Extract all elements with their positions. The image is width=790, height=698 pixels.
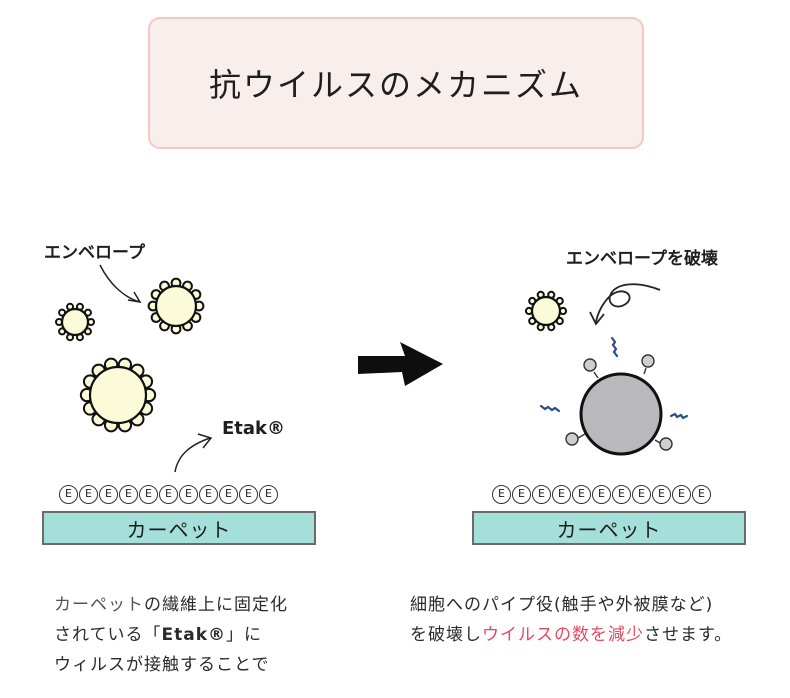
etak-molecule-icon: E (139, 485, 158, 504)
carpet-left: カーペット (42, 511, 316, 545)
page-title: 抗ウイルスのメカニズム (208, 66, 583, 104)
etak-molecule-icon: E (99, 485, 118, 504)
etak-molecule-icon: E (572, 485, 591, 504)
damage-spark-icons (539, 336, 689, 420)
caption-right-line-1: 細胞へのパイプ役(触手や外被膜など) (410, 595, 714, 615)
envelope-label: エンベロープ (44, 243, 145, 263)
carpet-left-label: カーペット (126, 517, 232, 542)
caption-left-line-3: ウィルスが接触することで (54, 655, 270, 675)
etak-molecule-icon: E (672, 485, 691, 504)
envelope-pointer-arrowhead (127, 291, 142, 304)
etak-molecule-icon: E (492, 485, 511, 504)
etak-molecule-icon: E (612, 485, 631, 504)
etak-molecule-icon: E (592, 485, 611, 504)
carpet-right: カーペット (472, 511, 746, 545)
etak-pointer-arrowhead (197, 433, 213, 449)
virus-core-destroyed (579, 372, 663, 456)
etak-molecule-icon: E (632, 485, 651, 504)
virus-small-icon (524, 290, 568, 332)
etak-label: Etak® (222, 418, 286, 439)
etak-molecule-icon: E (159, 485, 178, 504)
broken-tentacles (565, 354, 673, 451)
title-box: 抗ウイルスのメカニズム (148, 17, 644, 149)
caption-left-line-2: されている「Etak®」に (54, 625, 263, 645)
virus-large-icon (79, 357, 157, 433)
etak-pointer-arrow (174, 437, 211, 473)
virus-small-icon (55, 302, 95, 342)
etak-molecule-icon: E (199, 485, 218, 504)
etak-molecule-icon: E (259, 485, 278, 504)
envelope-pointer-arrow (99, 264, 141, 303)
etak-molecule-icon: E (532, 485, 551, 504)
destroy-pointer-arrow (595, 283, 661, 323)
virus-group-right (524, 290, 568, 332)
etak-molecule-icon: E (552, 485, 571, 504)
caption-left: カーペットの繊維上に固定化 されている「Etak®」に ウィルスが接触することで (54, 590, 288, 680)
caption-left-line-1: カーペットの繊維上に固定化 (54, 595, 288, 615)
destroy-pointer-arrowhead (589, 311, 605, 326)
etak-molecule-icon: E (59, 485, 78, 504)
etak-molecule-icon: E (119, 485, 138, 504)
etak-molecule-icon: E (79, 485, 98, 504)
etak-molecule-icon: E (652, 485, 671, 504)
virus-medium-icon (147, 277, 205, 335)
etak-molecule-icon: E (219, 485, 238, 504)
etak-molecule-icon: E (512, 485, 531, 504)
transition-arrow-icon (358, 342, 443, 386)
etak-molecule-icon: E (179, 485, 198, 504)
etak-molecule-icon: E (239, 485, 258, 504)
virus-group-left (55, 277, 205, 433)
caption-right-line-2: を破壊しウイルスの数を減少させます。 (410, 625, 733, 645)
carpet-right-label: カーペット (556, 517, 662, 542)
etak-molecule-icon: E (692, 485, 711, 504)
caption-right: 細胞へのパイプ役(触手や外被膜など) を破壊しウイルスの数を減少させます。 (410, 590, 732, 650)
envelope-destroy-label: エンベロープを破壊 (566, 249, 718, 269)
